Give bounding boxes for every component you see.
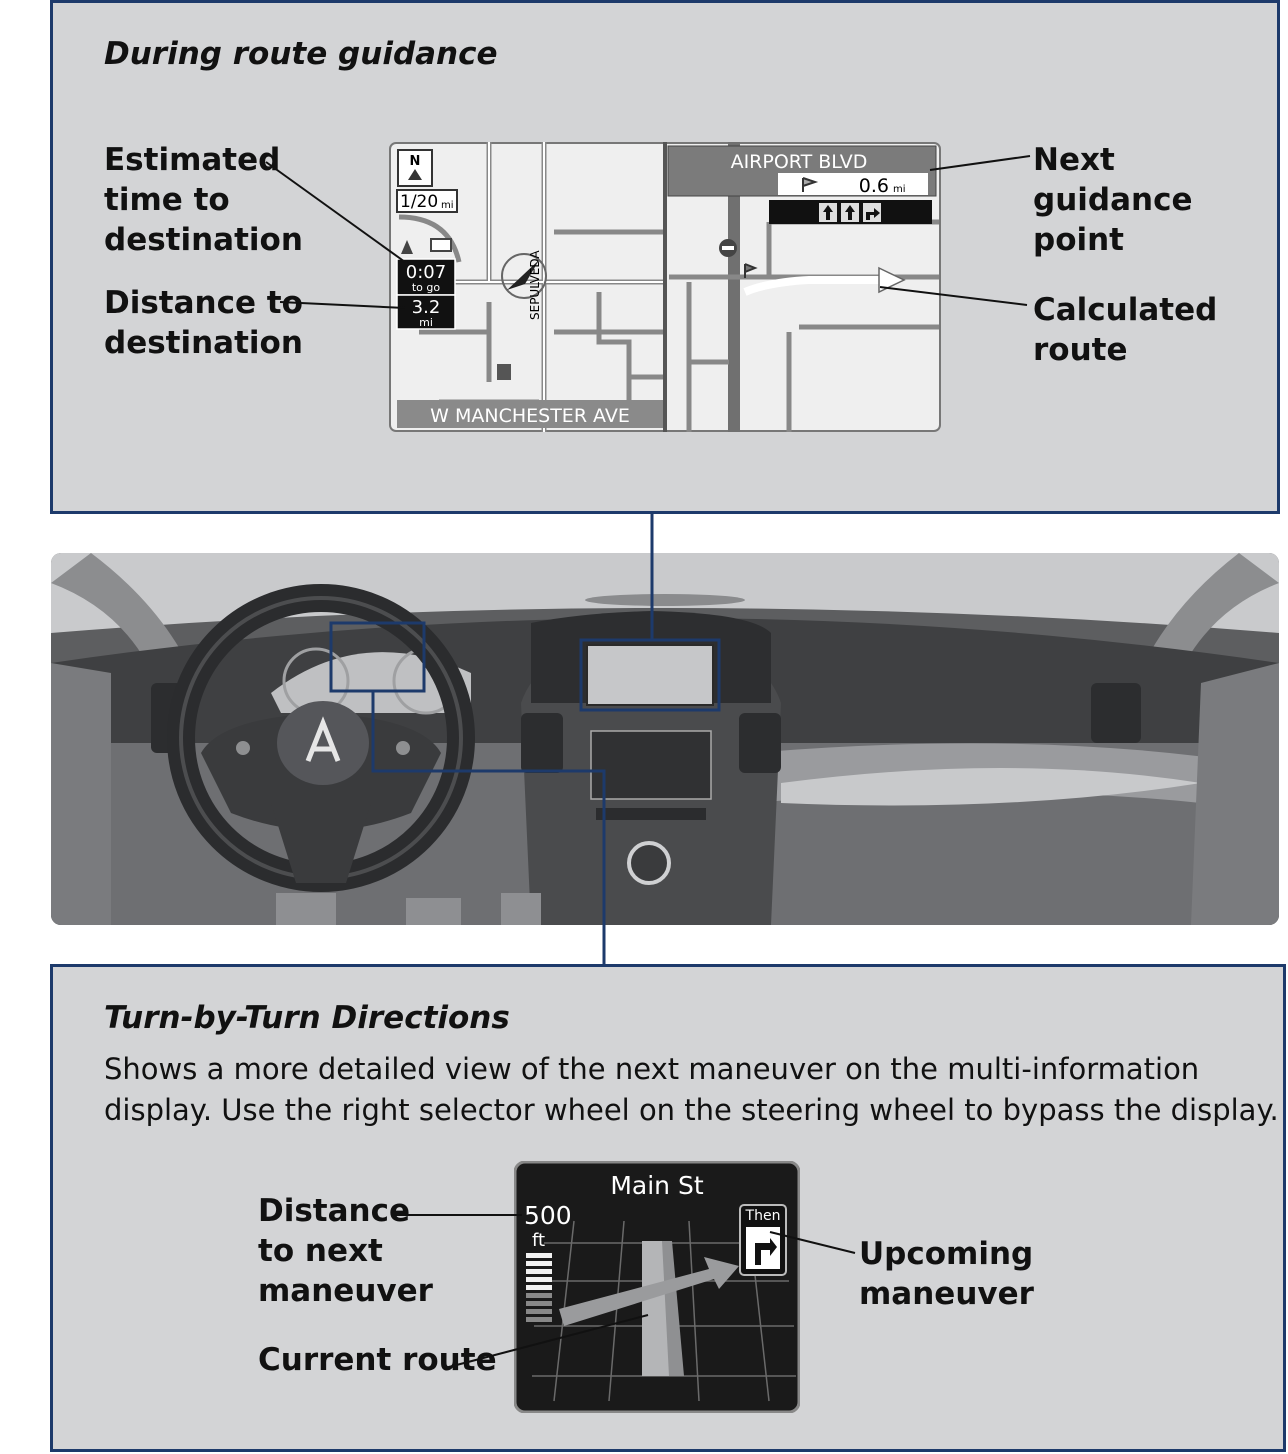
dashboard-illustration [51, 553, 1279, 925]
next-guidance-callout: Next guidance point [1033, 140, 1192, 260]
eta-value: 0:07 [406, 262, 446, 283]
compass-letter: N [410, 154, 421, 169]
lower-center-screen [591, 731, 711, 799]
upcoming-maneuver-callout: Upcoming maneuver [859, 1234, 1034, 1314]
maneuver-street-name: Main St [610, 1171, 703, 1200]
calculated-route-callout: Calculated route [1033, 290, 1217, 370]
passenger-side-vent [1091, 683, 1141, 743]
interface-dial [629, 843, 669, 883]
distance-callout: Distance to destination [104, 283, 303, 363]
vertical-street-label: SEPULVEDA [528, 250, 542, 320]
turn-by-turn-title: Turn-by-Turn Directions [104, 1000, 510, 1036]
current-route-callout: Current route [258, 1340, 497, 1380]
right-center-vent [739, 713, 781, 773]
next-distance-unit: mi [893, 184, 906, 195]
eta-caption: to go [412, 281, 441, 294]
navigation-map-screen: N 1/20 mi 0:07 to go 3.2 mi SEPULVEDA W … [389, 142, 941, 432]
speaker-grille [585, 594, 745, 606]
next-distance-value: 0.6 [859, 175, 889, 197]
maneuver-distance-value: 500 [524, 1201, 572, 1230]
turn-by-turn-description: Shows a more detailed view of the next m… [104, 1049, 1279, 1131]
route-guidance-title: During route guidance [104, 36, 498, 72]
then-label: Then [745, 1208, 781, 1224]
fuel-station-icon [497, 364, 511, 380]
split-screen-divider [663, 142, 667, 432]
distance-to-maneuver-callout: Distance to next maneuver [258, 1191, 433, 1311]
maneuver-distance-unit: ft [532, 1230, 545, 1251]
left-center-vent [521, 713, 563, 773]
current-street-name: W MANCHESTER AVE [430, 405, 630, 427]
eta-callout: Estimated time to destination [104, 140, 303, 260]
next-street-name: AIRPORT BLVD [731, 151, 868, 173]
multi-information-display: Main St 500 ft Then [514, 1161, 800, 1413]
dist-value: 3.2 [412, 297, 441, 318]
map-scale: 1/20 [400, 192, 438, 212]
map-scale-unit: mi [441, 200, 454, 211]
dist-unit: mi [419, 316, 433, 329]
navigation-screen [587, 645, 713, 705]
distance-progress-bar [526, 1253, 552, 1322]
